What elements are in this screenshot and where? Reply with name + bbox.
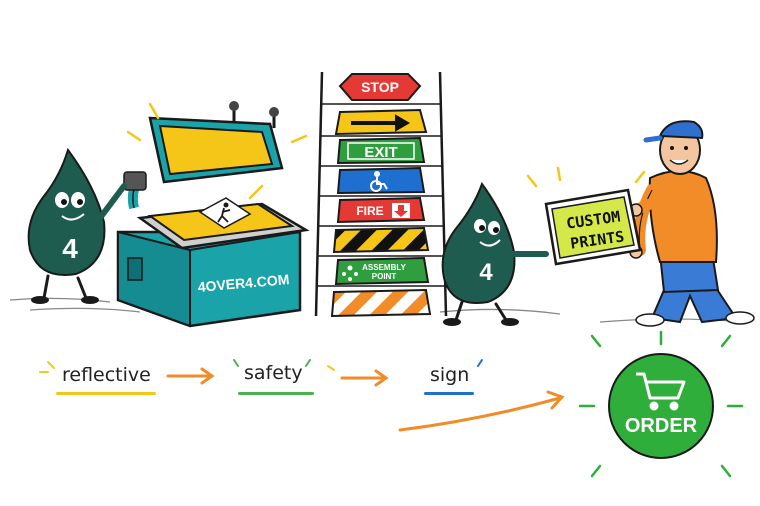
order-label[interactable]: ORDER (625, 415, 698, 437)
sign-fire: FIRE (336, 196, 426, 224)
flow-word-sign: sign (430, 364, 470, 386)
svg-text:ASSEMBLY: ASSEMBLY (362, 263, 406, 272)
sign-rack (314, 71, 448, 317)
mascot-right-number: 4 (479, 259, 493, 286)
mascot-left-number: 4 (62, 233, 78, 264)
sign-hazard-orange (330, 288, 432, 318)
order-button[interactable] (578, 330, 744, 478)
wheelchair-icon (370, 171, 388, 192)
mascot-left (27, 147, 127, 304)
heat-press (116, 101, 310, 328)
person (629, 120, 755, 327)
flow-word-reflective: reflective (62, 364, 151, 386)
flow-underline-safety (238, 392, 314, 395)
sign-stop: STOP (338, 73, 422, 101)
sign-accessible (336, 166, 426, 195)
people-icon (342, 265, 358, 281)
sign-hazard-yellow (332, 226, 430, 254)
svg-text:EXIT: EXIT (364, 144, 397, 161)
sign-exit: EXIT (336, 136, 426, 165)
svg-text:STOP: STOP (361, 79, 399, 95)
flow-arrows (166, 367, 565, 432)
sign-assembly: ASSEMBLY POINT (334, 256, 430, 286)
custom-prints-sign (526, 166, 646, 266)
svg-text:POINT: POINT (372, 272, 397, 281)
svg-text:FIRE: FIRE (356, 204, 383, 218)
arrow-right-icon (351, 114, 410, 132)
shopping-cart-icon (636, 372, 686, 411)
arrow-down-icon (394, 205, 408, 217)
flow-underline-reflective (56, 392, 156, 395)
flow-word-safety: safety (244, 362, 303, 384)
flow-underline-sign (424, 392, 474, 395)
pedestrian-crossing-icon (198, 197, 252, 229)
site-label: 4OVER4.COM (197, 271, 290, 295)
mascot-right (441, 181, 549, 326)
sign-arrow (334, 108, 428, 136)
